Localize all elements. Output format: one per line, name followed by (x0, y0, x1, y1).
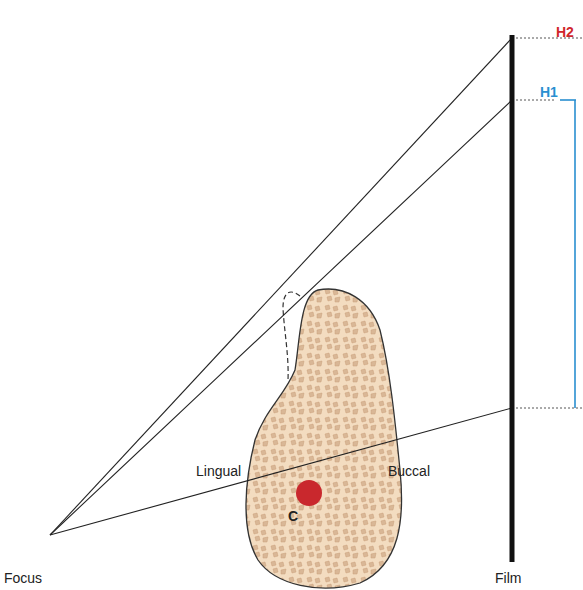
height-bar (560, 99, 576, 101)
side-label: Buccal (388, 463, 430, 479)
film-label: Film (495, 570, 521, 586)
focus-label: Focus (4, 570, 42, 586)
point-label: C (288, 508, 298, 524)
projection-rays (50, 38, 512, 535)
height-bar (574, 100, 576, 408)
reference-lines (512, 38, 583, 408)
canal-circle (296, 480, 322, 506)
side-label: Lingual (196, 463, 241, 479)
bone-section (246, 289, 402, 588)
dashed-outline (283, 292, 300, 380)
height-label: H1 (540, 84, 558, 100)
height-label: H2 (556, 24, 574, 40)
film-line (510, 35, 515, 562)
